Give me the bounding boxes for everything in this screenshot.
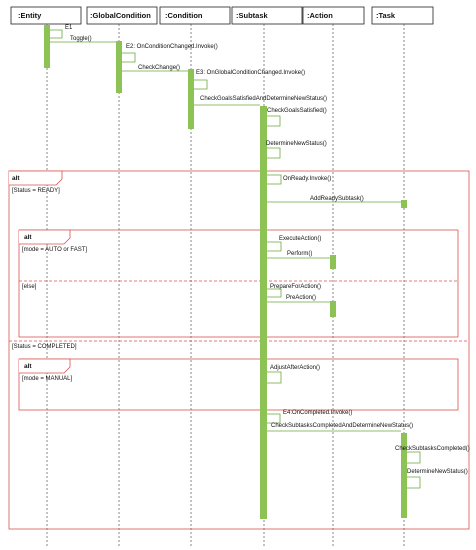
message-toggle-label: Toggle() bbox=[70, 36, 92, 42]
message-e1-label: E1 bbox=[65, 25, 73, 31]
message-checkchange-label: CheckChange() bbox=[138, 65, 180, 71]
fragment-completed-frame bbox=[18, 358, 459, 411]
fragment-outer-frame bbox=[8, 170, 470, 530]
activation-task-checksubtasks bbox=[401, 433, 407, 518]
message-addready-label: AddReadySubtask() bbox=[310, 196, 364, 202]
fragment-outer-tab bbox=[9, 170, 63, 186]
message-checksubtasks-label: CheckSubtasksCompleted() bbox=[395, 446, 470, 452]
lifeline-condition-header[interactable] bbox=[159, 6, 231, 25]
message-perform-label: Perform() bbox=[287, 251, 312, 257]
activation-globalcondition bbox=[116, 41, 122, 93]
activation-subtask bbox=[260, 106, 267, 519]
message-e2-arrow bbox=[122, 52, 136, 63]
lifeline-task-label: :Task bbox=[376, 11, 396, 20]
fragment-ready-tab bbox=[19, 229, 71, 245]
message-onready-label: OnReady.Invoke() bbox=[283, 176, 331, 182]
message-checksubtasks-det-label: CheckSubtasksCompletedAndDetermineNewSta… bbox=[271, 423, 413, 429]
fragment-ready-guard-mode: [mode = AUTO or FAST] bbox=[22, 247, 87, 253]
message-e4-label: E4:OnCompleted.Invoke() bbox=[283, 410, 352, 416]
lifeline-action-label: :Action bbox=[307, 11, 333, 20]
message-preaction-label: PreAction() bbox=[286, 295, 316, 301]
lifeline-action-header[interactable] bbox=[302, 6, 365, 25]
message-determine2-arrow bbox=[407, 476, 421, 489]
fragment-completed-tab bbox=[19, 358, 71, 374]
lifeline-action: :Action bbox=[302, 6, 365, 548]
activation-action-preaction bbox=[330, 301, 336, 317]
message-determine1-label: DetermineNewStatus() bbox=[266, 141, 327, 147]
message-e1-arrow bbox=[50, 29, 63, 39]
message-e3-arrow bbox=[194, 79, 208, 90]
lifeline-entity-label: :Entity bbox=[18, 11, 42, 20]
message-e4-arrow bbox=[267, 413, 281, 424]
fragment-completed-alt: alt [mode = MANUAL] bbox=[18, 358, 459, 411]
message-onready-arrow bbox=[267, 174, 282, 185]
lifeline-task-header[interactable] bbox=[371, 6, 434, 25]
message-determine1-arrow bbox=[267, 147, 281, 159]
lifeline-globalcondition: :GlobalCondition bbox=[86, 6, 158, 548]
activation-condition bbox=[188, 69, 194, 129]
fragment-outer-guard-completed: [Status = COMPLETED] bbox=[12, 344, 77, 350]
fragment-outer-alt: alt [Status = READY] [Status = COMPLETED… bbox=[8, 170, 470, 530]
messages bbox=[50, 29, 421, 489]
lifeline-globalcondition-label: :GlobalCondition bbox=[90, 11, 151, 20]
activation-bars bbox=[44, 25, 407, 519]
lifeline-subtask-label: :Subtask bbox=[236, 11, 269, 20]
lifeline-entity: :Entity bbox=[10, 6, 82, 548]
message-checkgoals-det-label: CheckGoalsSatisfiedAndDetermineNewStatus… bbox=[200, 96, 327, 102]
activation-entity bbox=[44, 25, 50, 68]
lifeline-condition: :Condition bbox=[159, 6, 231, 548]
activation-action-perform bbox=[330, 255, 336, 269]
message-execute-label: ExecuteAction() bbox=[279, 236, 321, 242]
fragment-outer-guard-ready: [Status = READY] bbox=[12, 188, 60, 194]
activation-task-addready bbox=[401, 200, 407, 208]
fragment-ready-guard-else: [else] bbox=[22, 284, 37, 290]
message-prepare-arrow bbox=[267, 288, 282, 298]
lifeline-subtask-header[interactable] bbox=[231, 6, 303, 25]
lifeline-condition-label: :Condition bbox=[165, 11, 203, 20]
lifeline-globalcondition-header[interactable] bbox=[86, 6, 158, 25]
message-prepare-label: PrepareForAction() bbox=[270, 284, 321, 290]
lifeline-entity-header[interactable] bbox=[10, 6, 82, 25]
message-checksubtasks-arrow bbox=[407, 451, 421, 464]
fragment-completed-guard-mode: [mode = MANUAL] bbox=[22, 376, 73, 382]
message-execute-arrow bbox=[267, 241, 282, 252]
message-checkgoals-arrow bbox=[267, 115, 281, 127]
message-adjust-arrow bbox=[267, 371, 282, 384]
message-labels: E1 Toggle() E2: OnConditionChanged.Invok… bbox=[65, 25, 470, 475]
fragment-ready-operator: alt bbox=[24, 234, 32, 241]
message-determine2-label: DetermineNewStatus() bbox=[407, 469, 468, 475]
message-e2-label: E2: OnConditionChanged.Invoke() bbox=[126, 44, 218, 50]
message-checkgoals-label: CheckGoalsSatisfied() bbox=[267, 108, 327, 114]
fragment-ready-alt: alt [mode = AUTO or FAST] [else] bbox=[18, 229, 459, 338]
message-adjust-label: AdjustAfterAction() bbox=[270, 365, 320, 371]
fragment-ready-frame bbox=[18, 229, 459, 338]
fragment-outer-operator: alt bbox=[12, 175, 20, 182]
fragment-completed-operator: alt bbox=[24, 363, 32, 370]
message-e3-label: E3: OnGlobalConditionChanged.Invoke() bbox=[196, 70, 305, 76]
